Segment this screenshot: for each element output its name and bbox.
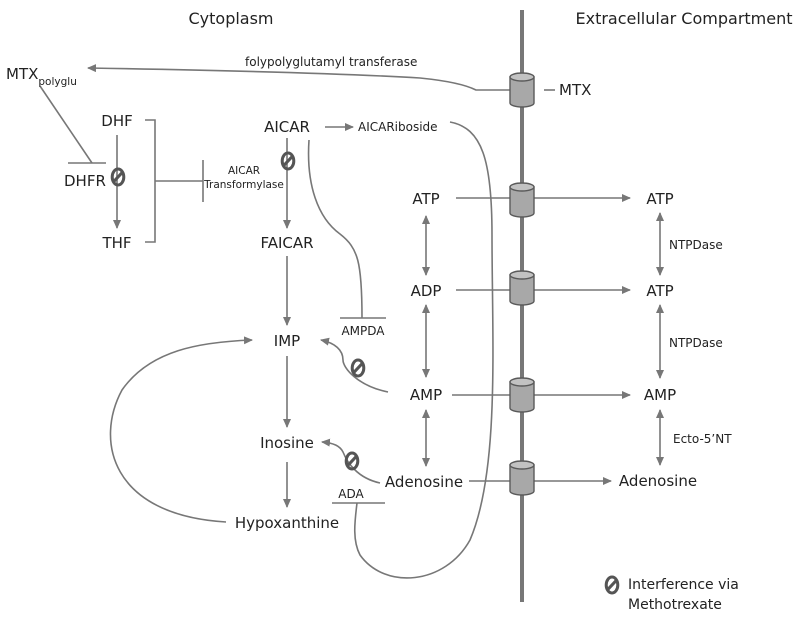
aicar-transformylase-label-line2: Transformylase <box>203 179 284 191</box>
inhibition-icon-ampda <box>350 358 366 378</box>
inhibition-icon-legend <box>604 575 620 595</box>
amp-to-imp-arrow <box>320 337 389 393</box>
atp-cytoplasm-label: ATP <box>412 190 439 208</box>
cytoplasm-header: Cytoplasm <box>188 9 273 28</box>
amp-cytoplasm-label: AMP <box>410 386 442 404</box>
atp-extracellular-top-label: ATP <box>646 190 673 208</box>
hypoxanthine-label: Hypoxanthine <box>235 514 339 532</box>
legend-label-line1: Interference via <box>628 577 739 593</box>
dhf-label: DHF <box>101 112 132 130</box>
adenosine-extracellular-label: Adenosine <box>619 472 697 490</box>
thf-label: THF <box>101 234 131 252</box>
inhibition-icon-dhfr <box>110 167 126 187</box>
membrane-channel-adp <box>509 270 535 306</box>
legend-label-line2: Methotrexate <box>628 597 722 613</box>
adenosine-cytoplasm-label: Adenosine <box>385 473 463 491</box>
inosine-label: Inosine <box>260 434 314 452</box>
adenosine-to-inosine-arrow <box>321 438 381 484</box>
ecto-5nt-label: Ecto-5’NT <box>673 432 732 446</box>
mtx-polyglu-inhibition-line <box>39 85 93 164</box>
membrane-channel-adenosine <box>509 460 535 496</box>
aicariboside-label: AICARiboside <box>358 120 438 134</box>
folate-bracket <box>145 119 156 243</box>
aicariboside-ada-inhibition-loop <box>353 121 494 579</box>
membrane-channel-amp <box>509 377 535 413</box>
mtx-extracellular-label: MTX <box>559 81 591 99</box>
folypolyglutamyl-transferase-label: folypolyglutamyl transferase <box>245 55 417 69</box>
extracellular-header: Extracellular Compartment <box>575 9 792 28</box>
ampda-label: AMPDA <box>341 324 385 338</box>
mtx-polyglu-label: MTXpolyglu <box>6 65 77 88</box>
dhfr-label: DHFR <box>64 172 106 190</box>
ntpdase-label-1: NTPDase <box>669 238 723 252</box>
amp-extracellular-label: AMP <box>644 386 676 404</box>
aicar-ampda-inhibition-line <box>307 139 363 319</box>
folypolyglutamyl-transferase-arrow <box>87 64 520 91</box>
imp-label: IMP <box>274 332 300 350</box>
ada-label: ADA <box>338 487 364 501</box>
membrane-channel-mtx <box>509 72 535 108</box>
hypoxanthine-salvage-loop <box>109 336 253 523</box>
aicar-transformylase-label-line1: AICAR <box>228 165 260 177</box>
membrane-channel-atp <box>509 182 535 218</box>
adp-cytoplasm-label: ADP <box>411 282 442 300</box>
faicar-label: FAICAR <box>260 234 313 252</box>
atp-extracellular-mid-label: ATP <box>646 282 673 300</box>
ntpdase-label-2: NTPDase <box>669 336 723 350</box>
inhibition-icon-transformylase <box>280 151 296 171</box>
aicar-label: AICAR <box>264 118 310 136</box>
